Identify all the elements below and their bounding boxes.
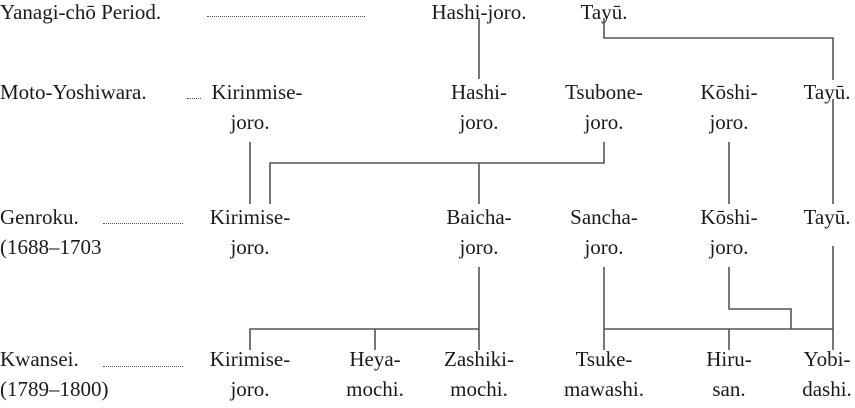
node-sancha-2: joro. [584, 235, 624, 259]
node-hashi-2: joro. [459, 110, 499, 134]
node-baicha: Baicha- [446, 205, 512, 229]
node-koshi: Kōshi- [700, 80, 758, 104]
node-tsuke-2: mawashi. [564, 377, 644, 401]
period-label-genroku: Genroku. [0, 205, 79, 229]
node-koshi: Kōshi- [700, 205, 758, 229]
node-zashiki: Zashiki- [444, 347, 514, 371]
node-tsuke: Tsuke- [575, 347, 633, 371]
node-koshi-2: joro. [709, 235, 749, 259]
node-hiru: Hiru- [706, 347, 752, 371]
node-tsubone: Tsubone- [565, 80, 643, 104]
node-sancha: Sancha- [570, 205, 638, 229]
node-hashi: Hashi- [451, 80, 507, 104]
node-kirimise: Kirimise- [209, 205, 291, 229]
period-label-yanagi: Yanagi-chō Period. [0, 0, 162, 24]
period-label-kwansei: Kwansei. [0, 347, 79, 371]
node-kirimise-2: joro. [230, 235, 270, 259]
node-tsubone-2: joro. [584, 110, 624, 134]
node-kirimise-2: joro. [230, 377, 270, 401]
node-tayu: Tayū. [803, 205, 851, 229]
node-koshi-2: joro. [709, 110, 749, 134]
leader-dots [207, 16, 365, 17]
node-kirinmise-2: joro. [230, 110, 270, 134]
node-hiru-2: san. [712, 377, 746, 401]
node-yobi: Yobi- [803, 347, 851, 371]
period-dates-kwansei: (1789–1800) [0, 377, 109, 401]
leader-dots [103, 223, 183, 224]
node-kirimise: Kirimise- [209, 347, 291, 371]
node-tayu: Tayū. [803, 80, 851, 104]
leader-dots [103, 366, 183, 367]
node-zashiki-2: mochi. [450, 377, 508, 401]
node-kirinmise: Kirinmise- [211, 80, 303, 104]
node-heya-2: mochi. [346, 377, 404, 401]
node-heya: Heya- [349, 347, 401, 371]
node-baicha-2: joro. [459, 235, 499, 259]
leader-dots [187, 98, 201, 99]
node-yobi-2: dashi. [802, 377, 852, 401]
period-label-moto: Moto-Yoshiwara. [0, 80, 147, 104]
period-dates-genroku: (1688–1703 [0, 235, 102, 259]
